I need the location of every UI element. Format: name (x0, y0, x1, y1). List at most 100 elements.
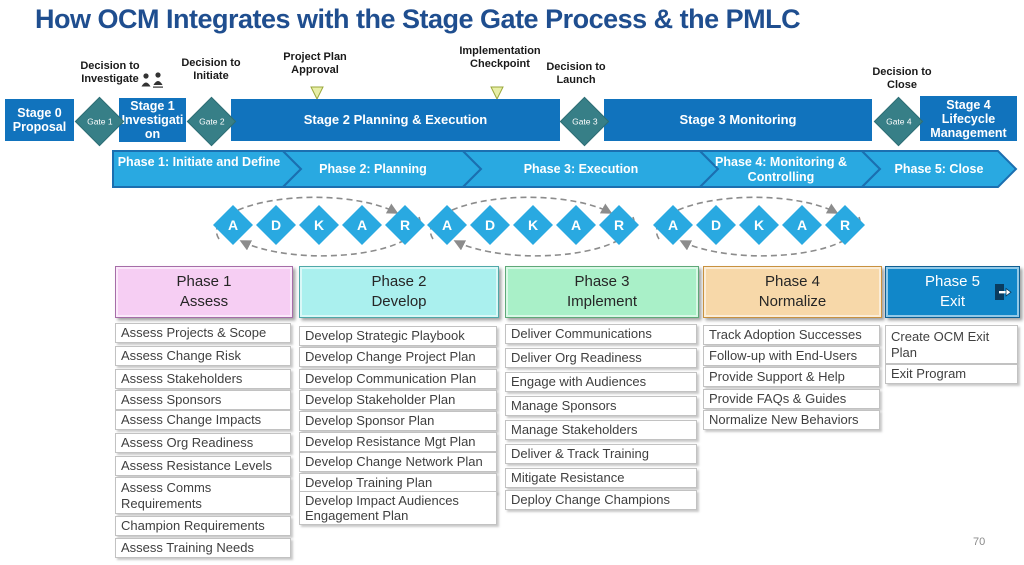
task-item: Develop Sponsor Plan (299, 411, 497, 431)
gate-diamond-2: Gate 2 (186, 96, 236, 146)
page-number: 70 (973, 536, 986, 548)
adkar-cycle-arc-bottom (453, 216, 635, 257)
adkar-letter: A (668, 217, 678, 233)
adkar-diamond (342, 205, 382, 245)
task-item: Develop Resistance Mgt Plan (299, 432, 497, 452)
adkar-letter: K (528, 217, 538, 233)
column-header-title: Phase 3 (574, 273, 630, 290)
column-header-subtitle: Develop (371, 293, 427, 310)
column-header-4: Phase 4 Normalize (703, 266, 882, 318)
task-item: Mitigate Resistance (505, 468, 697, 488)
task-item: Assess Change Impacts (115, 410, 291, 430)
adkar-diamond (470, 205, 510, 245)
adkar-cycle-arc-top (215, 196, 399, 240)
adkar-letter: A (571, 217, 581, 233)
task-item: Deliver Communications (505, 324, 697, 344)
task-item: Assess Comms Requirements (115, 477, 291, 514)
adkar-letter: R (614, 217, 624, 233)
column-header-subtitle: Implement (566, 293, 638, 310)
stage-box-3: Stage 3 Monitoring (604, 99, 872, 141)
annotation-project-plan-approval: Project Plan Approval (283, 51, 347, 76)
task-item: Develop Impact Audiences Engagement Plan (299, 491, 497, 525)
adkar-letter: A (797, 217, 807, 233)
adkar-diamond (256, 205, 296, 245)
task-item: Follow-up with End-Users (703, 346, 880, 366)
column-header-title: Phase 1 (176, 273, 232, 290)
checkpoint-triangle-icon-2 (490, 86, 504, 101)
task-item: Deliver & Track Training (505, 444, 697, 464)
task-item: Manage Sponsors (505, 396, 697, 416)
adkar-diamond (739, 205, 779, 245)
gate-diamond-4: Gate 4 (873, 96, 923, 146)
adkar-diamond (213, 205, 253, 245)
adkar-diamond (696, 205, 736, 245)
gate-label: Gate 2 (198, 115, 224, 126)
task-item: Assess Change Risk (115, 346, 291, 366)
task-item: Develop Change Network Plan (299, 452, 497, 472)
adkar-diamond (513, 205, 553, 245)
adkar-diamond (653, 205, 693, 245)
adkar-letter: K (754, 217, 764, 233)
column-header-subtitle: Assess (179, 293, 229, 310)
annotation-decision-initiate: Decision to Initiate (181, 57, 241, 82)
page-title: How OCM Integrates with the Stage Gate P… (35, 4, 801, 34)
adkar-letter: D (711, 217, 721, 233)
phase-arrow-label-4: Phase 4: Monitoring & Controlling (715, 155, 847, 184)
stage-box-0: Stage 0 Proposal (5, 99, 74, 141)
task-item: Engage with Audiences (505, 372, 697, 392)
task-item: Normalize New Behaviors (703, 410, 880, 430)
column-header-1: Phase 1 Assess (115, 266, 293, 318)
task-item: Develop Training Plan (299, 473, 497, 493)
phase-arrow-label-5: Phase 5: Close (894, 162, 984, 176)
column-header-title: Phase 4 (764, 273, 821, 290)
adkar-diamond (825, 205, 865, 245)
column-header-3: Phase 3 Implement (505, 266, 699, 318)
adkar-cycle-arc-top (429, 196, 613, 240)
task-item: Create OCM Exit Plan (885, 325, 1018, 364)
task-item: Develop Stakeholder Plan (299, 390, 497, 410)
adkar-letter: A (442, 217, 452, 233)
adkar-cycle-arc-bottom (239, 216, 421, 257)
column-header-2: Phase 2 Develop (299, 266, 499, 318)
adkar-letter: A (228, 217, 238, 233)
adkar-diamond (599, 205, 639, 245)
adkar-diamond (782, 205, 822, 245)
task-item: Assess Projects & Scope (115, 323, 291, 343)
gate-diamond-1: Gate 1 (74, 96, 124, 146)
adkar-letter: R (840, 217, 850, 233)
adkar-diamond (556, 205, 596, 245)
gate-label: Gate 1 (86, 115, 112, 126)
task-item: Develop Change Project Plan (299, 347, 497, 367)
column-header-subtitle: Normalize (758, 293, 827, 310)
adkar-letter: D (485, 217, 495, 233)
task-item: Assess Sponsors (115, 390, 291, 410)
gate-label: Gate 3 (571, 115, 597, 126)
phase-arrow-label-2: Phase 2: Planning (319, 162, 427, 176)
annotation-decision-investigate: Decision to Investigate (80, 60, 140, 85)
task-item: Track Adoption Successes (703, 325, 880, 345)
gate-label: Gate 4 (885, 115, 911, 126)
stage-box-1: Stage 1 Investigation (119, 98, 186, 142)
adkar-letter: R (400, 217, 410, 233)
adkar-letter: D (271, 217, 281, 233)
adkar-letter: A (357, 217, 367, 233)
task-item: Deploy Change Champions (505, 490, 697, 510)
task-item: Assess Resistance Levels (115, 456, 291, 476)
stage-box-4: Stage 4 Lifecycle Management (920, 96, 1017, 141)
adkar-cycle-arc-bottom (679, 216, 861, 257)
task-item: Assess Training Needs (115, 538, 291, 558)
column-header-title: Phase 2 (371, 273, 427, 290)
adkar-diamond (385, 205, 425, 245)
adkar-cycle-arc-top (655, 196, 839, 240)
adkar-diamond (427, 205, 467, 245)
gate-diamond-3: Gate 3 (559, 96, 609, 146)
task-item: Develop Communication Plan (299, 369, 497, 389)
adkar-diamond (299, 205, 339, 245)
task-item: Manage Stakeholders (505, 420, 697, 440)
task-item: Provide Support & Help (703, 367, 880, 387)
task-item: Assess Org Readiness (115, 433, 291, 453)
exit-door-icon (995, 284, 1012, 300)
adkar-letter: K (314, 217, 324, 233)
